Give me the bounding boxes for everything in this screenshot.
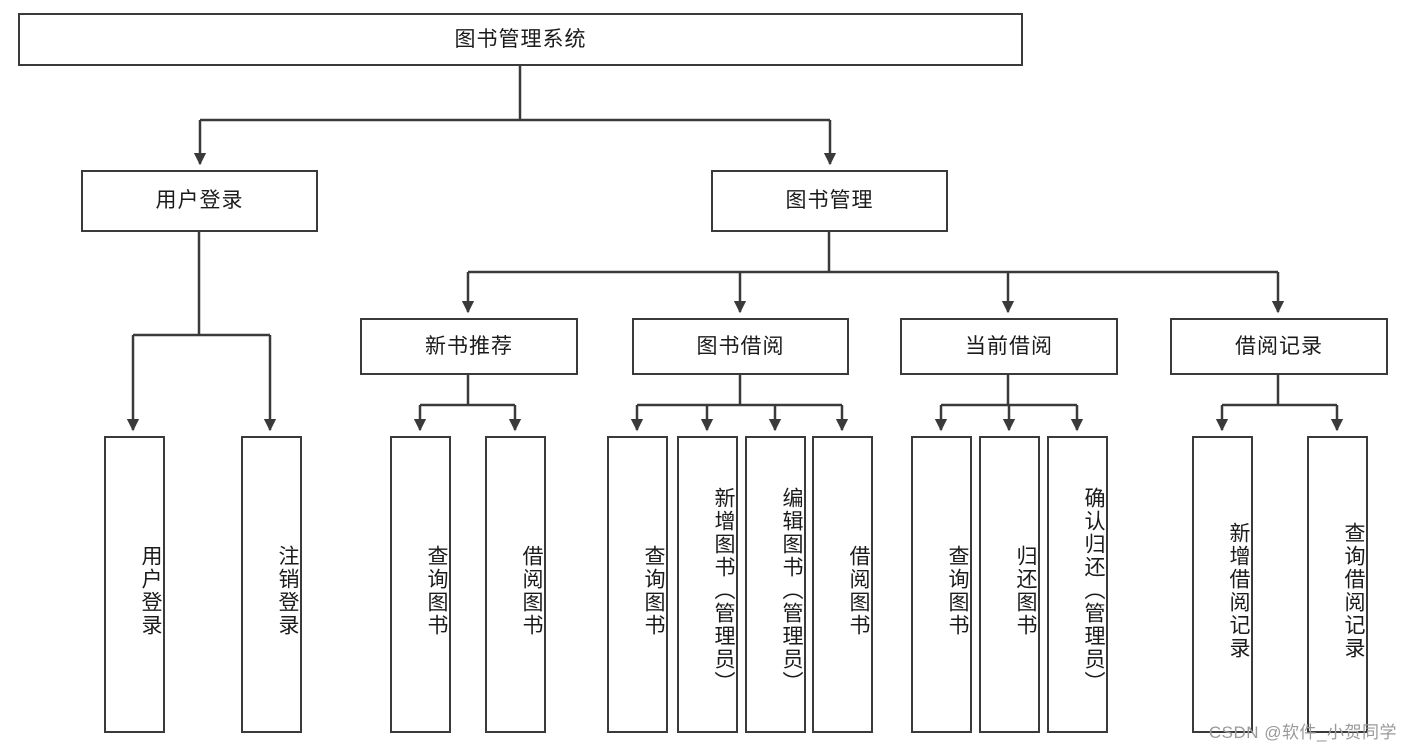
leaf-user-login-logout[interactable]: 注销登录 [241, 436, 302, 733]
leaf-book-borrow-edit[interactable]: 编辑图书（管理员） [745, 436, 806, 733]
leaf-label: 借阅图书 [847, 544, 870, 637]
leaf-book-borrow-borrow[interactable]: 借阅图书 [812, 436, 873, 733]
leaf-label: 查询图书 [425, 544, 448, 637]
leaf-label: 新增图书（管理员） [712, 487, 735, 694]
leaf-label: 借阅图书 [520, 544, 543, 637]
node-root-system[interactable]: 图书管理系统 [18, 13, 1023, 66]
leaf-user-login-login[interactable]: 用户登录 [104, 436, 165, 733]
leaf-label: 查询图书 [642, 544, 665, 637]
leaf-label: 编辑图书（管理员） [780, 487, 803, 694]
leaf-new-book-query[interactable]: 查询图书 [390, 436, 451, 733]
node-user-login[interactable]: 用户登录 [81, 170, 318, 232]
node-new-book-recommend[interactable]: 新书推荐 [360, 318, 578, 375]
leaf-label: 注销登录 [276, 544, 299, 637]
node-current-borrow[interactable]: 当前借阅 [900, 318, 1118, 375]
leaf-current-borrow-confirm-return[interactable]: 确认归还（管理员） [1047, 436, 1108, 733]
leaf-book-borrow-query[interactable]: 查询图书 [607, 436, 668, 733]
leaf-label: 查询图书 [946, 544, 969, 637]
leaf-label: 确认归还（管理员） [1082, 487, 1105, 694]
node-borrow-record[interactable]: 借阅记录 [1170, 318, 1388, 375]
node-book-management[interactable]: 图书管理 [711, 170, 948, 232]
leaf-label: 新增借阅记录 [1227, 521, 1250, 660]
leaf-label: 用户登录 [139, 544, 162, 637]
leaf-current-borrow-query[interactable]: 查询图书 [911, 436, 972, 733]
leaf-new-book-borrow[interactable]: 借阅图书 [485, 436, 546, 733]
leaf-label: 归还图书 [1014, 544, 1037, 637]
node-book-borrow[interactable]: 图书借阅 [632, 318, 849, 375]
leaf-book-borrow-add[interactable]: 新增图书（管理员） [677, 436, 738, 733]
leaf-borrow-record-add[interactable]: 新增借阅记录 [1192, 436, 1253, 733]
leaf-borrow-record-query[interactable]: 查询借阅记录 [1307, 436, 1368, 733]
leaf-current-borrow-return[interactable]: 归还图书 [979, 436, 1040, 733]
leaf-label: 查询借阅记录 [1342, 521, 1365, 660]
